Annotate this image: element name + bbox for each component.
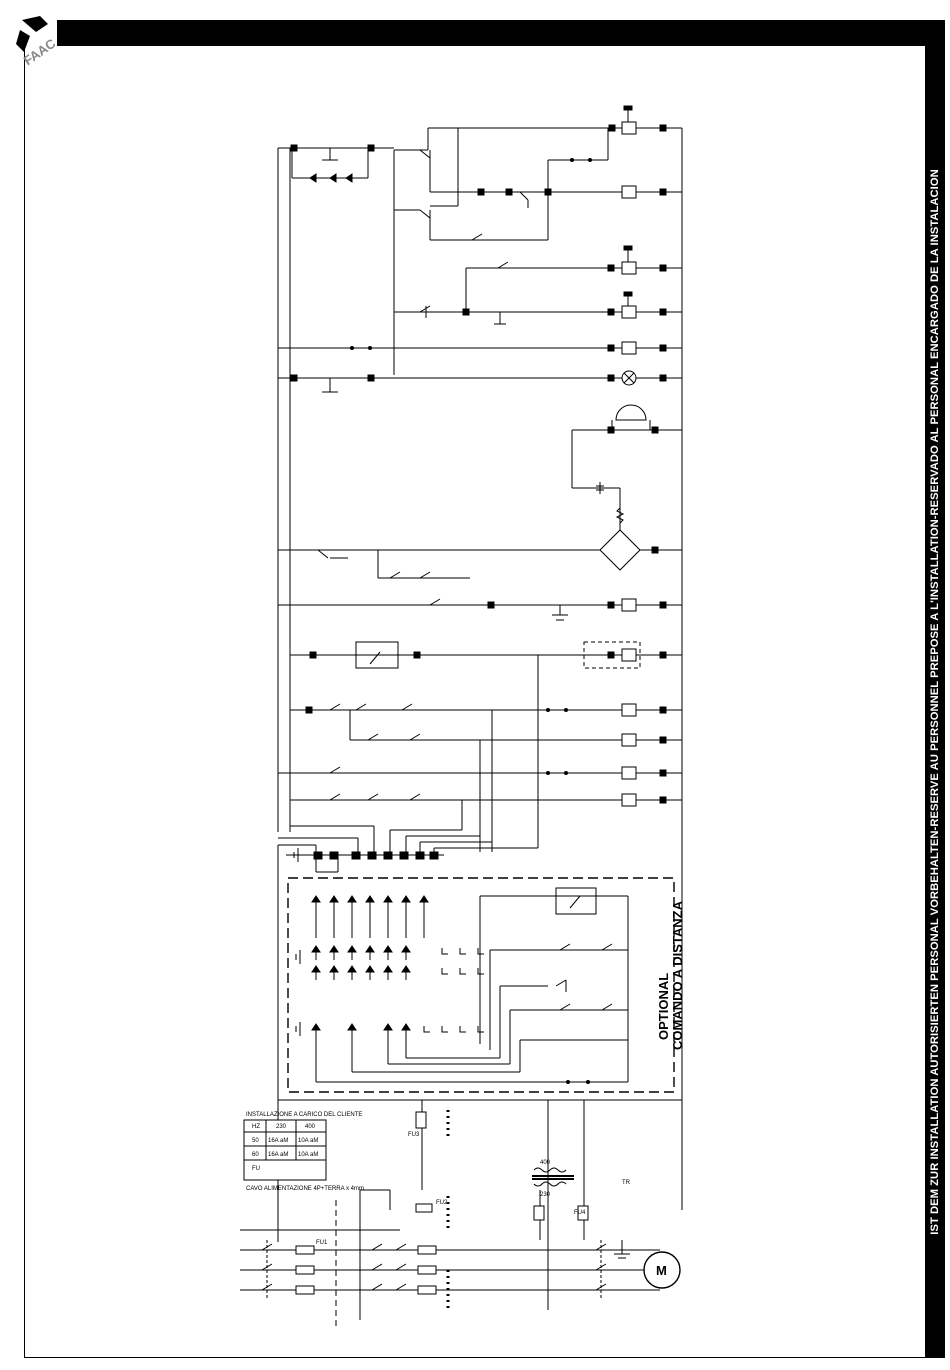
fuse-fu2: FU2	[436, 1200, 448, 1206]
optional-label: OPTIONAL	[656, 973, 671, 1040]
transformer-label: TR	[622, 1180, 631, 1186]
transformer	[532, 1167, 574, 1187]
table-row50-b: 10A aM	[298, 1138, 318, 1144]
table-hz: HZ	[252, 1124, 260, 1130]
transformer-v2: 230	[540, 1192, 551, 1198]
vertical-buses	[277, 128, 683, 1210]
table-row60-b: 10A aM	[298, 1152, 318, 1158]
header-bar	[57, 20, 945, 46]
table-row50-a: 16A aM	[268, 1138, 288, 1144]
buzzer-bridge-circuit	[278, 404, 682, 578]
table-row50-hz: 50	[252, 1138, 259, 1144]
install-note: INSTALLAZIONE A CARICO DEL CLIENTE	[246, 1112, 362, 1118]
remote-control-label: COMANDO A DISTANZA	[670, 900, 685, 1050]
table-v400: 400	[305, 1124, 316, 1130]
power-section: HZ 230 400 50 16A aM 10A aM 60 16A aM 10…	[240, 1099, 682, 1330]
optional-remote-box: OPTIONAL COMANDO A DISTANZA	[287, 877, 685, 1093]
table-row60-hz: 60	[252, 1152, 259, 1158]
fuse-fu3: FU3	[408, 1132, 420, 1138]
fuse-fu4: FU4	[574, 1210, 586, 1216]
table-row60-a: 16A aM	[268, 1152, 288, 1158]
upper-circuits	[278, 105, 682, 393]
faac-logo: FAAC	[16, 16, 59, 66]
fuse-fu1: FU1	[316, 1240, 328, 1246]
table-fu: FU	[252, 1166, 260, 1172]
table-v230: 230	[276, 1124, 287, 1130]
terminal-wiring	[277, 770, 539, 1242]
side-banner	[925, 46, 945, 1358]
cable-note: CAVO ALIMENTAZIONE 4P+TERRA x 4mm	[246, 1186, 364, 1192]
middle-circuits	[277, 571, 682, 852]
motor-label: M	[656, 1263, 667, 1278]
transformer-v1: 400	[540, 1160, 551, 1166]
